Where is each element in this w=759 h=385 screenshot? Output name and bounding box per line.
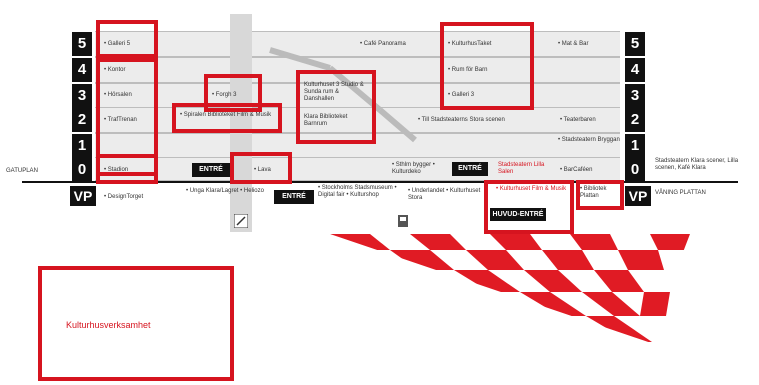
- highlight-left-stack: [96, 58, 158, 176]
- label-sthlm-bygger: • Sthlm bygger • Kulturdeko: [392, 162, 435, 175]
- huvudentre-badge: HUVUD-ENTRÉ: [490, 208, 546, 221]
- highlight-galleri5: [96, 20, 158, 58]
- floor-number-right-1: 1: [625, 134, 645, 158]
- label-stadsteatern-bryggan: • Stadsteatern Bryggan: [558, 137, 620, 143]
- highlight-kulturhus-top: [440, 22, 534, 110]
- label-mat-bar: • Mat & Bar: [558, 41, 589, 47]
- label-trafrenan: • TrafTrenan: [104, 117, 137, 123]
- entre-right-badge: ENTRÉ: [452, 162, 488, 176]
- floor-number-right-5: 5: [625, 32, 645, 56]
- label-galleri3: • Galleri 3: [448, 92, 475, 98]
- highlight-stadion: [96, 154, 158, 184]
- legend-text: Kulturhusverksamhet: [66, 320, 151, 330]
- highlight-huvudentre: [484, 180, 574, 234]
- plattan-checkered-plaza: [330, 234, 690, 346]
- label-teaterbaren: • Teaterbaren: [560, 117, 596, 123]
- floor-number-right-4: 4: [625, 58, 645, 82]
- label-stadion: • Stadion: [104, 167, 129, 173]
- label-barcafeen: • BarCaféen: [560, 167, 593, 173]
- entre-vp-badge: ENTRÉ: [274, 190, 314, 204]
- floor-number-0: 0: [72, 158, 92, 182]
- floor-number-right-0: 0: [625, 158, 645, 182]
- label-stadsteatern-lilla: Stadsteatern Lilla Salen: [498, 162, 545, 175]
- entre-0-badge: ENTRÉ: [192, 163, 230, 177]
- highlight-spiralen: [172, 103, 282, 133]
- elevator-icon: [398, 215, 408, 227]
- floor-0-band: [95, 157, 620, 181]
- floor-number-5: 5: [72, 32, 92, 56]
- label-underlandet: • Underlandet • Kulturhuset Stora: [408, 188, 481, 201]
- floor-2-band: [95, 107, 620, 133]
- legend-box: [38, 266, 234, 381]
- label-kulturhuset3: Kulturhuset 3 Studio & Sunda rum & Dansh…: [304, 82, 364, 102]
- label-lava: • Lava: [254, 167, 271, 173]
- label-klarabiblioteket: Klara Biblioteket Barnrum: [304, 114, 348, 127]
- floor-number-2: 2: [72, 108, 92, 132]
- vp-label-right: VP: [625, 186, 651, 206]
- label-biblioteket-plattan: • Bibliotek Plattan: [580, 186, 607, 199]
- label-horsalen: • Hörsalen: [104, 92, 132, 98]
- right-side-label-0: Stadsteatern Klara scener, Lilla scenen,…: [655, 158, 739, 171]
- escalator-lines: [269, 47, 417, 143]
- label-cafe-panorama: • Café Panorama: [360, 41, 406, 47]
- gatuplan-label: GATUPLAN: [6, 168, 38, 174]
- label-unga-klara: • Unga Klara/Lagret • Heliozo: [186, 188, 264, 194]
- vp-label-left: VP: [70, 186, 96, 206]
- label-designtorget: • DesignTorget: [104, 194, 144, 200]
- ground-line: [22, 181, 738, 183]
- label-galleri5: • Galleri 5: [104, 41, 131, 47]
- label-stockholms-stadsmuseum: • Stockholms Stadsmuseum • Digital fair …: [318, 185, 397, 198]
- right-side-label-vp: VÅNING PLATTAN: [655, 190, 706, 196]
- elevator-shaft: [230, 14, 252, 232]
- label-kulturhustaket: • KulturhusTaket: [448, 41, 492, 47]
- floor-number-1: 1: [72, 134, 92, 158]
- highlight-forgh3: [204, 74, 262, 112]
- stairs-icon: [234, 214, 248, 228]
- floor-number-right-2: 2: [625, 108, 645, 132]
- label-kontor: • Kontor: [104, 67, 126, 73]
- label-stadsteaterns-scen: • Till Stadsteaterns Stora scenen: [418, 117, 505, 123]
- label-forgh3: • Forgh 3: [212, 92, 237, 98]
- label-spiralen: • Spiralen Biblioteket Film & Musik: [180, 112, 272, 118]
- highlight-biblioteket-plattan: [576, 180, 624, 210]
- floor-number-right-3: 3: [625, 84, 645, 108]
- highlight-lava: [230, 152, 292, 184]
- label-rum-for-barn: • Rum för Barn: [448, 67, 488, 73]
- highlight-kulturhuset-center: [296, 70, 376, 144]
- label-kulturhuset-film: • Kulturhuset Film & Musik: [496, 186, 567, 192]
- floor-number-3: 3: [72, 84, 92, 108]
- floor-number-4: 4: [72, 58, 92, 82]
